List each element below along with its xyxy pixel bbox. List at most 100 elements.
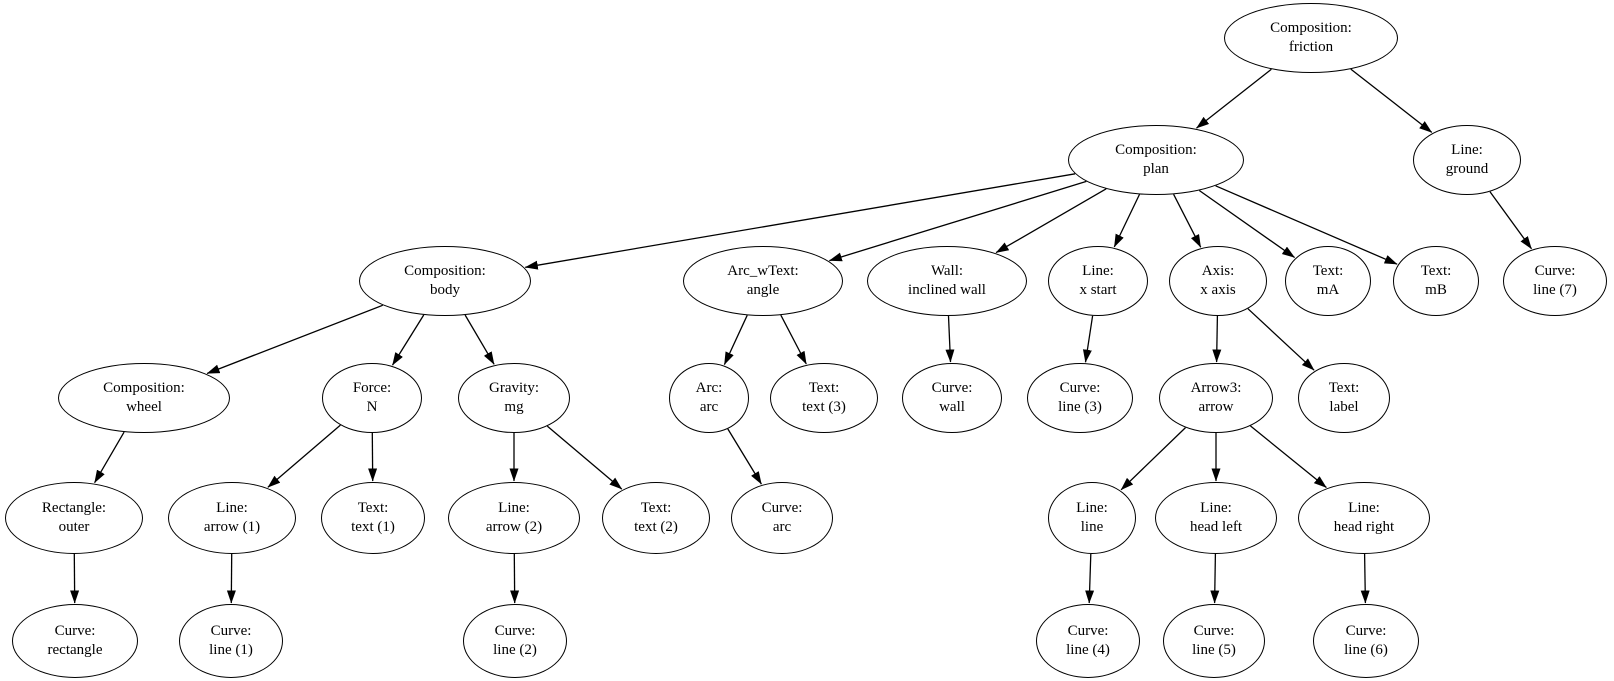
node-label-name: label [1329,399,1359,415]
node-line-5: Curve: line (5) [1163,604,1265,678]
node-label-type: Force: [352,379,392,396]
node-label-name: text (1) [351,519,395,535]
node-label-type: Text: [808,379,840,396]
node-label-type: Line: [1076,499,1108,516]
node-label-type: Text: [1328,379,1360,396]
node-ground: Line:ground [1413,125,1521,195]
node-mA: Text: mA [1285,246,1371,316]
node-mB: Text:mB [1393,246,1479,316]
node-head-left: Line: head left [1155,482,1277,554]
node-label-type: Curve: [494,622,536,639]
node-line-node: Line: line [1048,482,1136,554]
node-label-type: Axis: [1201,262,1235,279]
node-friction: Composition: friction [1224,3,1398,73]
node-label-name: head right [1333,519,1395,535]
node-curve-wall: Curve: wall [902,363,1002,433]
node-label-type: Wall: [930,262,964,279]
node-label-type: Composition: [103,379,185,396]
node-x-start: Line: x start [1048,246,1148,316]
node-label-type: Line: [1348,499,1380,516]
node-label-type: Line: [498,499,530,516]
node-label-type: Line: [1082,262,1114,279]
node-line-1: Curve: line (1) [179,604,283,678]
node-line-7: Curve: line (7) [1503,246,1607,316]
node-curve-arc: Curve: arc [731,482,833,554]
node-label-name: outer [58,519,90,535]
node-arc: Arc:arc [669,363,749,433]
node-line-3: Curve: line (3) [1027,363,1133,433]
node-label-name: line (4) [1066,642,1110,658]
node-label-type: Curve: [761,499,803,516]
node-label-name: arrow (1) [203,519,261,535]
node-label-type: Text: [1420,262,1452,279]
node-label-type: Curve: [1345,622,1387,639]
node-x-axis: Axis: x axis [1169,246,1267,316]
node-label-name: arc [772,519,792,535]
node-label-type: Line: [1200,499,1232,516]
node-head-right: Line: head right [1298,482,1430,554]
node-label-type: Curve: [1067,622,1109,639]
node-label-type: Arrow3: [1190,379,1242,396]
node-outer: Rectangle: outer [5,482,143,554]
node-angle: Arc_wText:angle [683,246,843,316]
node-arrow-1: Line: arrow (1) [168,482,296,554]
node-label-name: mA [1316,282,1340,298]
node-arrow-2: Line: arrow (2) [448,482,580,554]
node-label-type: Arc: [695,379,723,396]
node-label-type: Curve: [1534,262,1576,279]
node-label-name: line (3) [1058,399,1102,415]
node-line-2: Curve: line (2) [463,604,567,678]
node-text-2: Text: text (2) [602,482,710,554]
node-label-type: Composition: [1115,141,1197,158]
node-label-name: wall [939,399,965,415]
node-label-name: line (1) [209,642,253,658]
node-label-type: Line: [1451,141,1483,158]
node-text-1: Text: text (1) [321,482,425,554]
node-rectangle: Curve: rectangle [12,604,138,678]
node-label-name: arrow [1198,399,1234,415]
node-label-type: Gravity: [489,379,539,396]
node-label-name: inclined wall [908,282,986,298]
node-label-name: line (7) [1533,282,1577,298]
node-label-name: head left [1189,519,1243,535]
node-label-type: Text: [640,499,672,516]
node-label-name: line (2) [493,642,537,658]
node-label-type: Composition: [1270,19,1352,36]
node-label-type: Curve: [1193,622,1235,639]
node-label-type: Rectangle: [41,499,107,516]
node-wheel: Composition: wheel [58,363,230,433]
node-label-type: Arc_wText: [727,262,799,279]
node-label-name: mg [504,399,524,415]
node-label-type: Text: [357,499,389,516]
node-plan: Composition: plan [1068,125,1244,195]
node-label-name: body [430,282,460,298]
node-label-type: Curve: [1059,379,1101,396]
node-label-name: plan [1143,161,1169,177]
node-label-name: line (6) [1344,642,1388,658]
node-label-name: text (2) [634,519,678,535]
node-body: Composition:body [359,246,531,316]
node-label-type: Curve: [210,622,252,639]
node-label-name: text (3) [802,399,846,415]
node-label-type: Text: [1312,262,1344,279]
node-label-name: line [1080,519,1104,535]
node-label-name: N [366,399,378,415]
node-label-name: arrow (2) [485,519,543,535]
node-label-name: rectangle [47,642,103,658]
node-arrow3: Arrow3: arrow [1159,363,1273,433]
node-label-type: Curve: [54,622,96,639]
node-label: Text: label [1298,363,1390,433]
node-label-name: x axis [1200,282,1236,298]
node-gravity-mg: Gravity: mg [458,363,570,433]
node-label-name: line (5) [1192,642,1236,658]
node-label-name: angle [746,282,780,298]
node-label-type: Curve: [931,379,973,396]
node-line-6: Curve: line (6) [1313,604,1419,678]
node-label-type: Line: [216,499,248,516]
node-label-name: x start [1079,282,1117,298]
node-label-name: friction [1288,39,1334,55]
node-label-name: wheel [126,399,162,415]
node-force-n: Force: N [322,363,422,433]
